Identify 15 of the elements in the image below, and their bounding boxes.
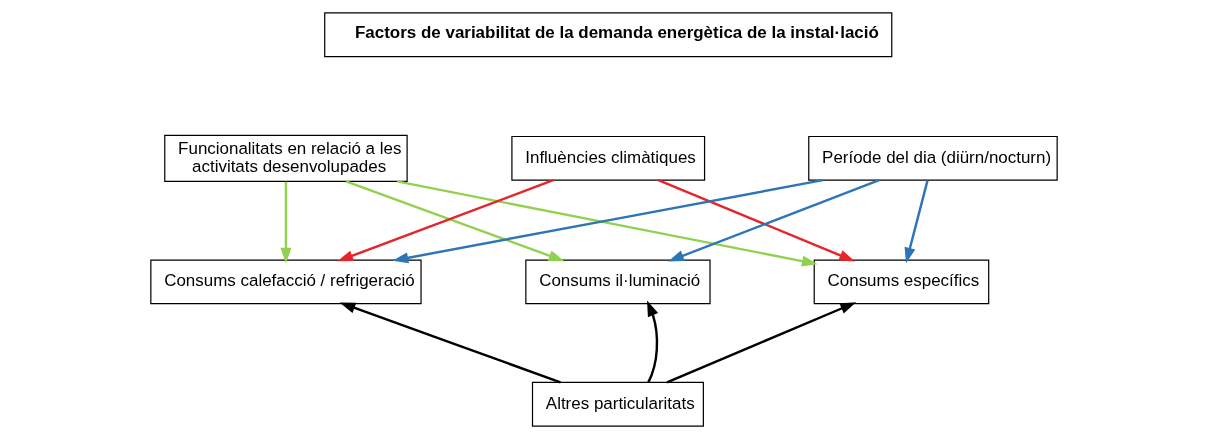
arrow <box>668 179 880 262</box>
node-box: Consums específics <box>813 259 990 305</box>
arrow <box>904 180 929 264</box>
arrow <box>666 302 857 384</box>
arrow <box>339 302 561 384</box>
node-box: Consums calefacció / refrigeració <box>150 259 422 305</box>
node-box: Altres particularitats <box>531 381 704 427</box>
node-box: Consums il·luminació <box>525 259 711 305</box>
arrow <box>657 179 855 262</box>
node-box: Període del dia (diürn/nocturn) <box>808 135 1058 181</box>
node-box: Factors de variabilitat de la demanda energètica de la instal·lació <box>324 12 893 58</box>
arrow <box>647 300 659 383</box>
arrow <box>280 181 292 264</box>
node-box: Influències climàtiques <box>511 135 706 181</box>
node-box: Funcionalitats en relació a les activitats desenvolupades <box>164 134 408 182</box>
